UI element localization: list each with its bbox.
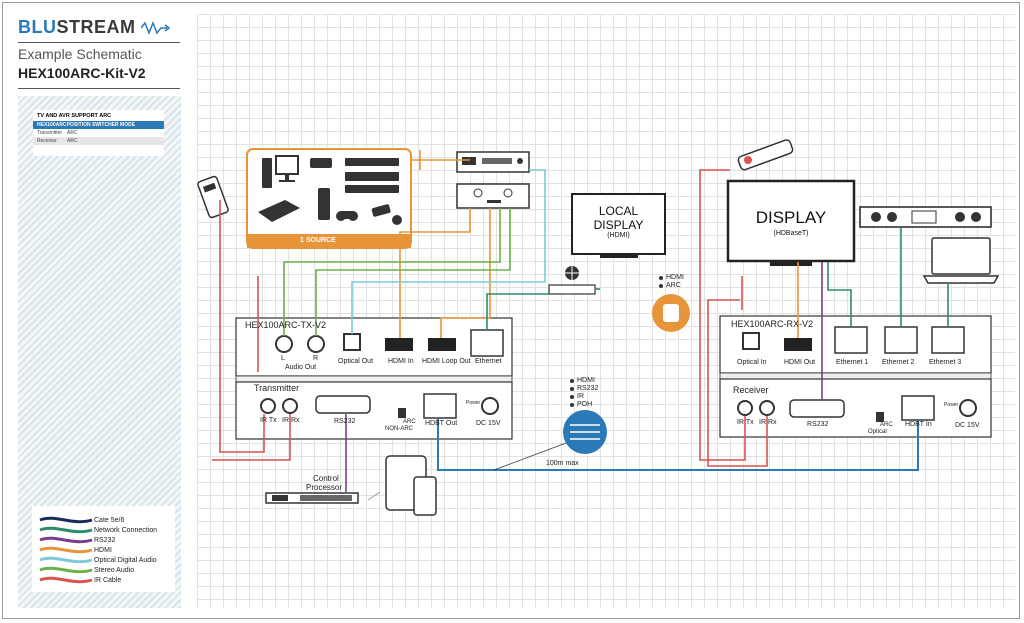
rx-ir-rx: IR Rx: [759, 419, 777, 426]
cable-runs: [212, 150, 949, 492]
receiver-device: [719, 315, 992, 438]
hdbt-feature: IR: [577, 393, 584, 400]
local-display-text: LOCAL DISPLAY (HDMI): [572, 204, 665, 239]
arc-col2: POSITION SWITCHER MODE SELECTION: [66, 122, 136, 136]
tx-power: Power: [466, 400, 481, 406]
tx-name: HEX100ARC-TX-V2: [245, 320, 327, 330]
wireless-link: [367, 491, 381, 501]
waveform-icon: [140, 21, 171, 36]
blustream-logo: BLUSTREAM: [18, 17, 173, 38]
hdbt-feature: POH: [577, 401, 593, 408]
legend-item: Optical Digital Audio: [94, 557, 157, 564]
feature-bullets: [570, 276, 663, 407]
arc-table-title: TV AND AVR SUPPORT ARC: [37, 113, 112, 119]
hdbt-feature: HDMI: [577, 377, 595, 384]
arc-table-row: Receiver ARC: [33, 137, 164, 145]
legend-item: Network Connection: [94, 527, 158, 534]
hdbaset-badge: [563, 410, 607, 454]
arc-feature: HDMI: [666, 274, 684, 281]
rx-dc: DC 15V: [955, 422, 980, 429]
arc-feature: ARC: [666, 282, 681, 289]
cable-length: 100m max: [546, 460, 579, 467]
tx-hdmi-in: HDMI In: [388, 358, 414, 365]
model-title: HEX100ARC-Kit-V2: [18, 65, 146, 81]
control-processor-line2: Processor: [306, 483, 343, 492]
tablet: [385, 455, 437, 516]
tx-audio-out: Audio Out: [285, 364, 317, 371]
display-subtitle: (HDBaseT): [773, 230, 809, 237]
row-device: Receiver: [37, 138, 57, 144]
rx-eth3: Ethernet 3: [929, 359, 962, 366]
divider: [18, 42, 180, 43]
tx-optical-out: Optical Out: [338, 358, 374, 365]
arc-table-row: Transmitter ARC: [33, 129, 164, 137]
tx-hdbt-out: HDBT Out: [425, 420, 458, 427]
control-processor: [265, 492, 359, 504]
tx-section: Transmitter: [254, 383, 300, 393]
av-receivers: [456, 151, 530, 209]
tx-audio-l: L: [281, 355, 285, 362]
arc-col1: HEX100ARC: [37, 122, 67, 128]
rx-name: HEX100ARC-RX-V2: [731, 319, 814, 329]
transmitter-device: [235, 317, 513, 440]
rx-optical-in: Optical In: [737, 359, 767, 366]
row-device: Transmitter: [37, 130, 63, 136]
row-mode: ARC: [67, 130, 78, 136]
tx-arc: ARC: [403, 419, 416, 425]
soundbar: [859, 206, 992, 228]
control-processor-line1: Control: [313, 474, 339, 483]
rx-eth2: Ethernet 2: [882, 359, 915, 366]
display-title: DISPLAY: [755, 208, 827, 227]
tx-ir-tx: IR Tx: [260, 417, 277, 424]
rx-arc: ARC: [880, 422, 893, 428]
tx-audio-r: R: [313, 355, 319, 362]
main-display: [726, 179, 856, 266]
remote-control-left: [197, 175, 229, 219]
legend-item: IR Cable: [94, 577, 122, 584]
local-display-line1: LOCAL: [598, 204, 639, 218]
legend-swatches: [39, 516, 93, 584]
rx-rs232: RS232: [807, 421, 829, 428]
rx-hdbt-in: HDBT In: [905, 421, 932, 428]
source-devices-box: [246, 148, 412, 249]
rx-eth1: Ethernet 1: [836, 359, 869, 366]
row-mode: ARC: [67, 138, 78, 144]
legend-item: Cate 5e/6: [94, 517, 125, 524]
laptop: [922, 237, 1000, 284]
source-label: 1 SOURCE: [300, 237, 336, 244]
legend-item: Stereo Audio: [94, 567, 135, 574]
logo-stream: STREAM: [56, 17, 136, 37]
tx-non-arc: NON-ARC: [385, 426, 413, 432]
local-display: [571, 193, 666, 258]
sidebar: BLUSTREAM Example Schematic HEX100ARC-Ki…: [18, 10, 181, 610]
cable-legend: Cate 5e/6 Network Connection RS232 HDMI …: [32, 506, 175, 592]
network-switch: [548, 266, 596, 295]
divider: [18, 88, 180, 89]
rx-optical: Optical: [868, 429, 887, 435]
arc-mode-badge: [652, 294, 690, 332]
tx-hdmi-loop: HDMI Loop Out: [422, 358, 471, 365]
tx-dc: DC 15V: [476, 420, 501, 427]
local-display-line2: DISPLAY: [593, 218, 644, 232]
remote-control-right: [737, 139, 794, 171]
schematic-subtitle: Example Schematic: [18, 46, 142, 62]
tx-ethernet: Ethernet: [475, 358, 502, 365]
tx-ir-rx: IR Rx: [282, 417, 300, 424]
rx-hdmi-out: HDMI Out: [784, 359, 816, 366]
logo-blu: BLU: [18, 17, 57, 37]
rx-ir-tx: IR Tx: [737, 419, 754, 426]
schematic-grid: [197, 14, 1015, 608]
rx-section: Receiver: [733, 385, 769, 395]
legend-item: RS232: [94, 537, 116, 544]
rx-power: Power: [944, 402, 959, 408]
hdbt-feature: RS232: [577, 385, 599, 392]
local-display-line3: (HDMI): [607, 232, 630, 239]
tx-rs232: RS232: [334, 418, 356, 425]
legend-item: HDMI: [94, 547, 112, 554]
